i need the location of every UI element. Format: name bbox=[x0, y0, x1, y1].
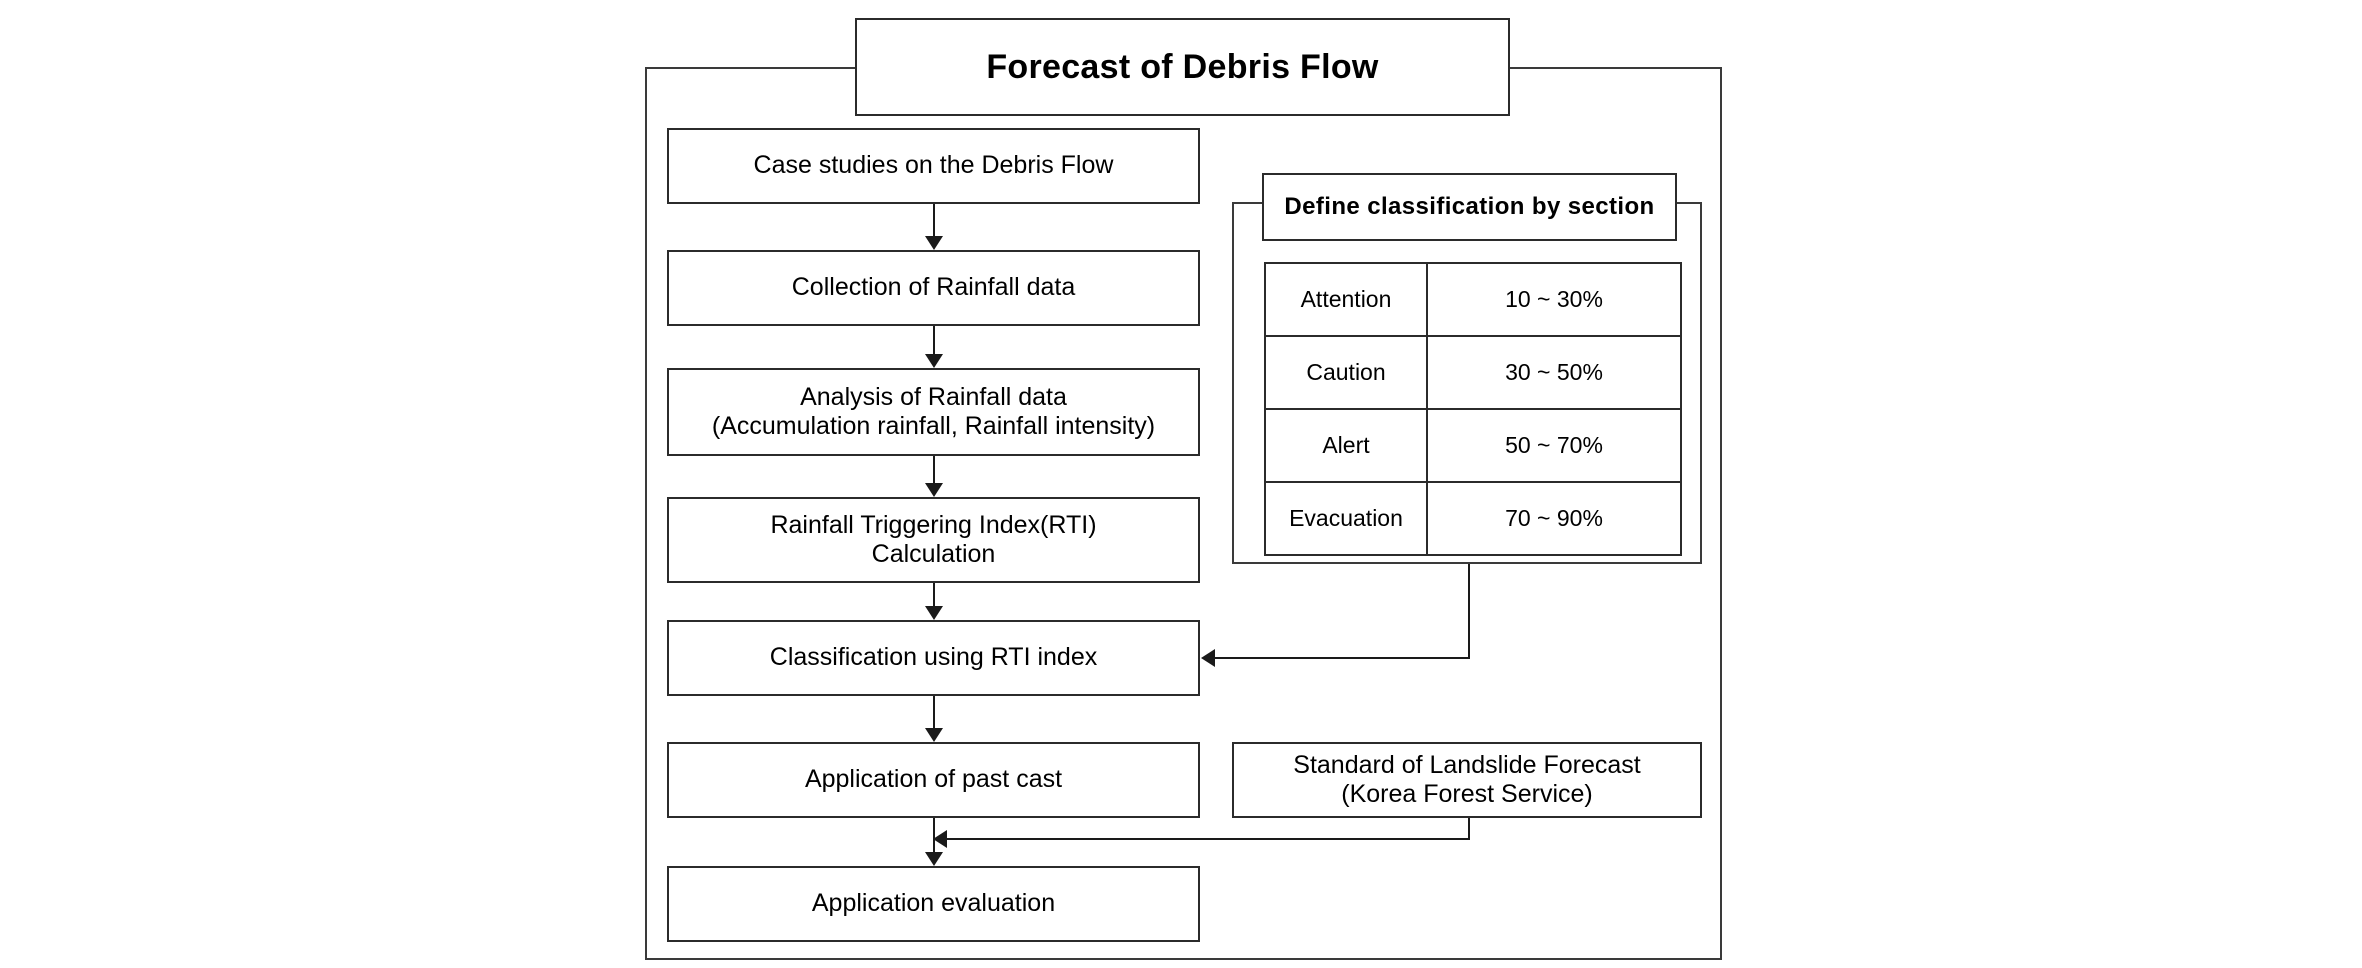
arrowhead-collection-to-analysis bbox=[925, 354, 943, 368]
flow-node-collection: Collection of Rainfall data bbox=[667, 250, 1200, 326]
flow-node-analysis-line-1: Analysis of Rainfall data bbox=[800, 382, 1067, 411]
flow-node-evaluation: Application evaluation bbox=[667, 866, 1200, 942]
classification-table-wrapper: Attention 10 ~ 30% Caution 30 ~ 50% Aler… bbox=[1264, 262, 1682, 556]
arrowhead-rti-to-classification bbox=[925, 606, 943, 620]
classification-panel-header-text: Define classification by section bbox=[1284, 193, 1655, 220]
table-cell-range: 50 ~ 70% bbox=[1426, 408, 1682, 483]
connector-case-to-collection bbox=[933, 204, 935, 236]
arrowhead-panel-to-classification bbox=[1201, 649, 1215, 667]
flow-node-standard-landslide-line-1: Standard of Landslide Forecast bbox=[1293, 750, 1641, 779]
arrowhead-past-cast-to-evaluation bbox=[925, 852, 943, 866]
flow-node-classification: Classification using RTI index bbox=[667, 620, 1200, 696]
table-cell-category: Alert bbox=[1264, 408, 1428, 483]
table-cell-category: Caution bbox=[1264, 335, 1428, 410]
flow-node-collection-line-1: Collection of Rainfall data bbox=[791, 273, 1076, 302]
connector-standard-to-evaluation-horizontal bbox=[947, 838, 1470, 840]
connector-analysis-to-rti bbox=[933, 456, 935, 483]
table-row: Caution 30 ~ 50% bbox=[1264, 335, 1682, 410]
arrowhead-classification-to-past-cast bbox=[925, 728, 943, 742]
connector-standard-to-evaluation-vertical bbox=[1468, 818, 1470, 840]
flow-node-past-cast: Application of past cast bbox=[667, 742, 1200, 818]
flow-node-rti-calculation-line-2: Calculation bbox=[871, 540, 996, 568]
diagram-title-text: Forecast of Debris Flow bbox=[986, 47, 1379, 86]
outer-frame-right-edge bbox=[1720, 67, 1722, 960]
flow-node-classification-line-1: Classification using RTI index bbox=[769, 643, 1098, 672]
flow-node-standard-landslide-line-2: (Korea Forest Service) bbox=[1341, 780, 1593, 808]
flow-node-standard-landslide: Standard of Landslide Forecast (Korea Fo… bbox=[1232, 742, 1702, 818]
flow-node-past-cast-line-1: Application of past cast bbox=[804, 765, 1063, 794]
table-cell-category: Attention bbox=[1264, 262, 1428, 337]
flow-node-rti-calculation-line-1: Rainfall Triggering Index(RTI) bbox=[770, 510, 1097, 539]
outer-frame-left-edge bbox=[645, 67, 647, 960]
outer-frame-top-right-segment bbox=[1508, 67, 1722, 69]
table-cell-range: 70 ~ 90% bbox=[1426, 481, 1682, 556]
arrowhead-standard-to-evaluation bbox=[933, 830, 947, 848]
table-row: Attention 10 ~ 30% bbox=[1264, 262, 1682, 337]
classification-panel-header: Define classification by section bbox=[1262, 173, 1677, 241]
connector-classification-to-past-cast bbox=[933, 696, 935, 728]
table-cell-range: 30 ~ 50% bbox=[1426, 335, 1682, 410]
flow-node-case-studies: Case studies on the Debris Flow bbox=[667, 128, 1200, 204]
flow-node-case-studies-line-1: Case studies on the Debris Flow bbox=[753, 151, 1114, 180]
outer-frame-top-left-segment bbox=[645, 67, 857, 69]
connector-rti-to-classification bbox=[933, 583, 935, 606]
table-cell-range: 10 ~ 30% bbox=[1426, 262, 1682, 337]
flow-node-analysis-line-2: (Accumulation rainfall, Rainfall intensi… bbox=[711, 412, 1156, 440]
arrowhead-case-to-collection bbox=[925, 236, 943, 250]
table-row: Evacuation 70 ~ 90% bbox=[1264, 481, 1682, 556]
arrowhead-analysis-to-rti bbox=[925, 483, 943, 497]
outer-frame-bottom-edge bbox=[645, 958, 1722, 960]
flow-node-rti-calculation: Rainfall Triggering Index(RTI) Calculati… bbox=[667, 497, 1200, 583]
flow-node-analysis: Analysis of Rainfall data (Accumulation … bbox=[667, 368, 1200, 456]
connector-panel-to-classification-vertical bbox=[1468, 564, 1470, 659]
connector-collection-to-analysis bbox=[933, 326, 935, 354]
connector-panel-to-classification-horizontal bbox=[1215, 657, 1470, 659]
diagram-title-box: Forecast of Debris Flow bbox=[855, 18, 1510, 116]
classification-table: Attention 10 ~ 30% Caution 30 ~ 50% Aler… bbox=[1264, 262, 1682, 556]
table-row: Alert 50 ~ 70% bbox=[1264, 408, 1682, 483]
flow-node-evaluation-line-1: Application evaluation bbox=[811, 889, 1056, 918]
table-cell-category: Evacuation bbox=[1264, 481, 1428, 556]
